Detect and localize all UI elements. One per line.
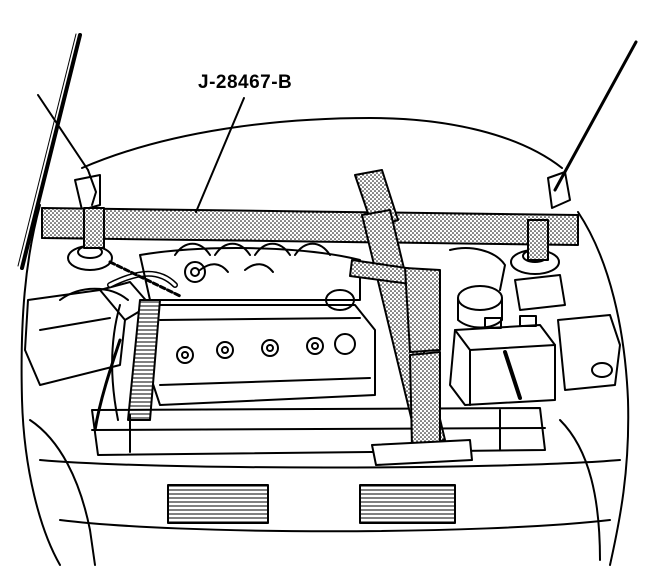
- radiator-support: [91, 407, 546, 456]
- grille-right: [359, 484, 456, 524]
- hood-prop-rod-right: [553, 40, 638, 192]
- camshaft-cover: [144, 289, 376, 406]
- engine-block: [139, 242, 361, 301]
- fuse-box: [557, 314, 621, 391]
- grille-left: [167, 484, 269, 524]
- support-fixture-crossbar: [41, 207, 579, 261]
- hood-prop-rod-left: [17, 33, 82, 270]
- fluid-reservoir: [449, 247, 506, 329]
- right-fender: [577, 211, 630, 566]
- hood-edge: [81, 117, 563, 169]
- battery: [449, 315, 556, 406]
- support-fixture-arm: [349, 169, 473, 466]
- left-fender: [20, 204, 61, 566]
- tool-callout-label: J-28467-B: [198, 72, 293, 93]
- callout-leader-line: [195, 97, 245, 213]
